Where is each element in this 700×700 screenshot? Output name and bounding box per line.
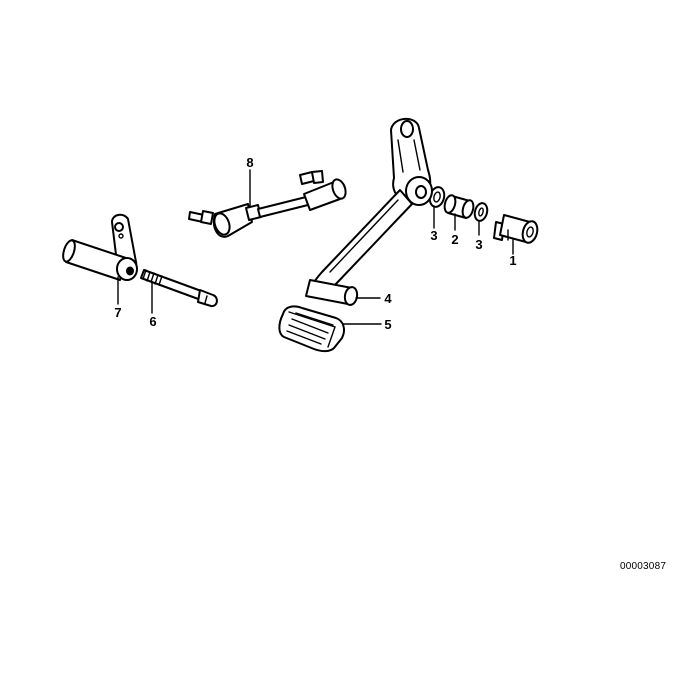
- pedal-rubber-part-5[interactable]: [278, 305, 345, 353]
- drawing-reference-id: 00003087: [620, 561, 667, 572]
- callouts: 1 2 3 3 4 5 6 7 8: [114, 155, 516, 332]
- pivot-bolt-part-1[interactable]: [493, 214, 540, 244]
- leader-lines: [117, 169, 514, 325]
- callout-2: 2: [451, 232, 458, 247]
- callout-8: 8: [246, 155, 253, 170]
- brake-pedal-lever[interactable]: [310, 117, 433, 297]
- callout-1: 1: [509, 253, 516, 268]
- callout-3a: 3: [430, 228, 437, 243]
- bushing-part-2[interactable]: [443, 194, 475, 219]
- callout-7: 7: [114, 305, 121, 320]
- callout-5: 5: [384, 317, 391, 332]
- callout-4: 4: [384, 291, 392, 306]
- callout-6: 6: [149, 314, 156, 329]
- callout-3b: 3: [475, 237, 482, 252]
- washer-part-3-right[interactable]: [473, 202, 489, 222]
- pedal-pin-part-4[interactable]: [305, 279, 359, 306]
- shift-shaft-part-7[interactable]: [61, 213, 138, 281]
- shift-linkage-rod-part-8[interactable]: [188, 170, 348, 238]
- clamp-bolt-part-6[interactable]: [140, 269, 218, 308]
